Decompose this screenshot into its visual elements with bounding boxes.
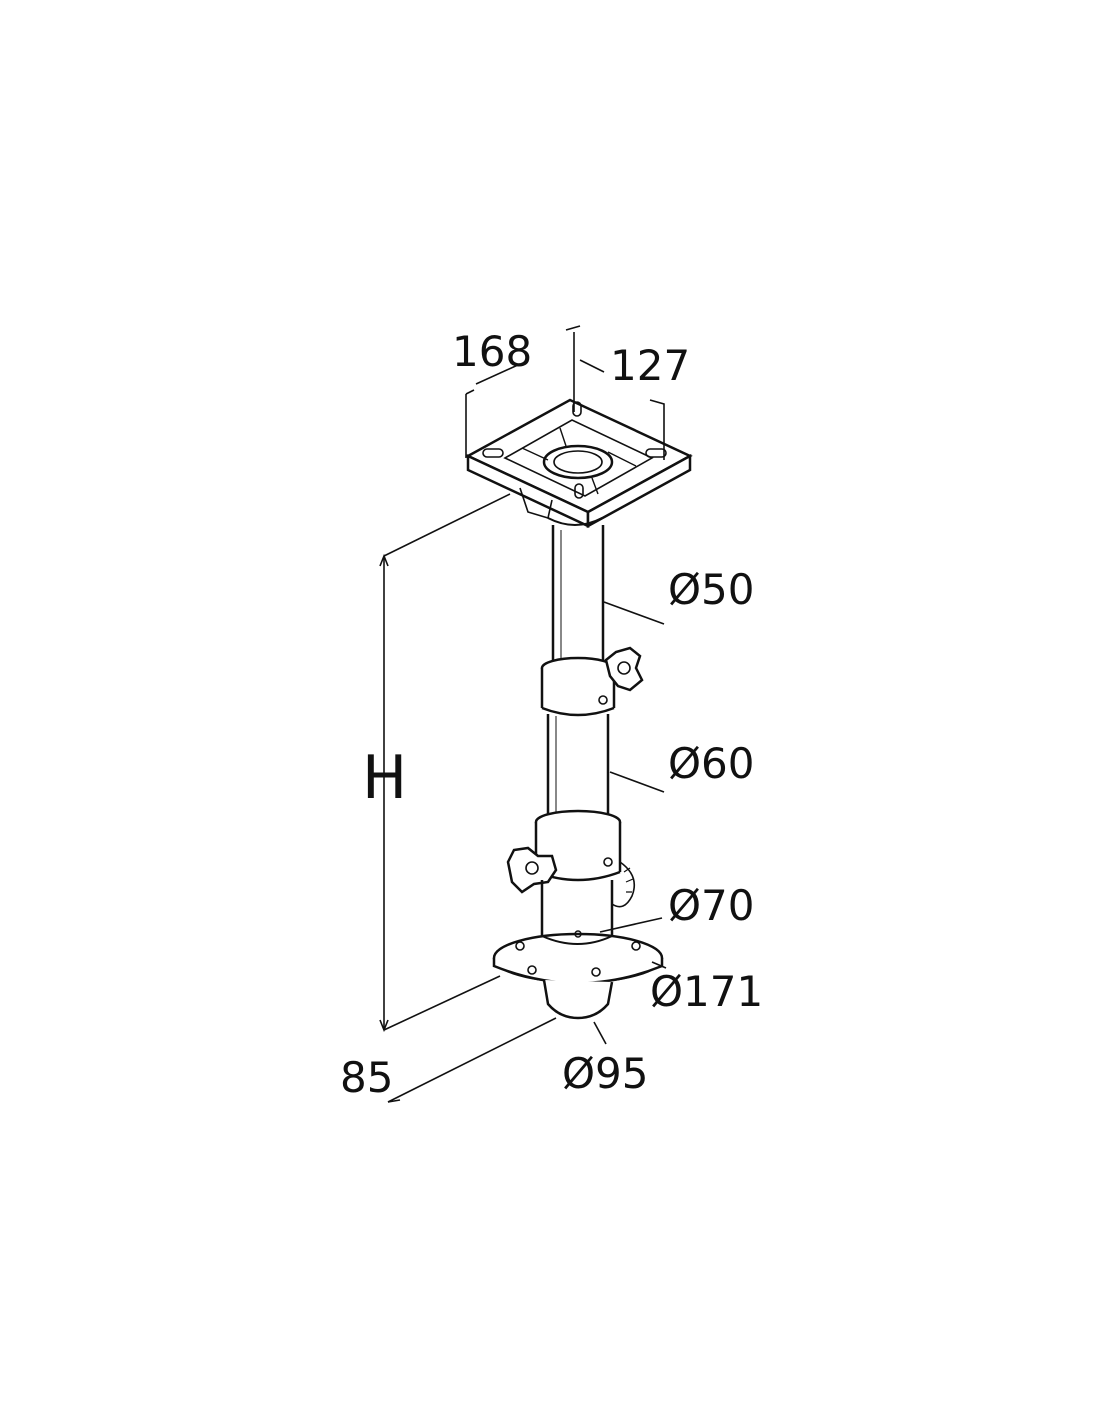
upper-knob	[604, 646, 644, 692]
label-flange: Ø171	[650, 967, 763, 1016]
upper-tube	[551, 525, 605, 668]
label-middle-tube: Ø60	[668, 739, 755, 788]
lower-knob	[506, 846, 558, 894]
floor-flange	[492, 930, 664, 985]
label-socket-depth: 85	[340, 1053, 393, 1102]
label-plate-depth: 127	[610, 341, 690, 390]
middle-tube	[546, 714, 610, 822]
upper-collar	[540, 656, 616, 717]
label-socket: Ø95	[562, 1049, 649, 1098]
floor-socket	[542, 979, 614, 1020]
top-plate	[465, 398, 693, 529]
label-lower-tube: Ø70	[668, 881, 755, 930]
label-plate-width: 168	[452, 327, 532, 376]
dimension-lines	[379, 325, 667, 1103]
label-height: H	[362, 743, 407, 813]
label-upper-tube: Ø50	[668, 565, 755, 614]
